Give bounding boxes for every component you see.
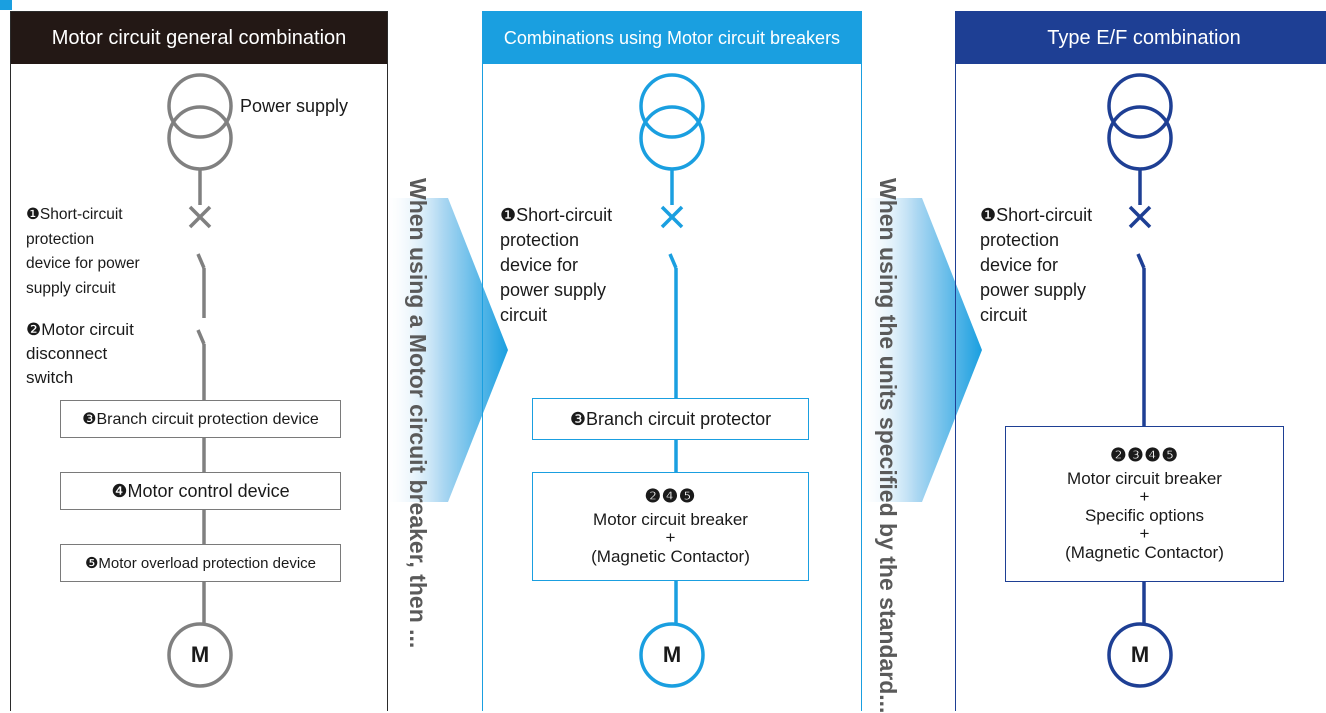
box-line: Specific options [1084, 506, 1205, 525]
motor-control-box: ❹Motor control device [60, 472, 341, 510]
box-label: ❹Motor control device [111, 480, 290, 501]
switch-2-icon [196, 329, 206, 345]
panel-header: Combinations using Motor circuit breaker… [483, 12, 861, 64]
box-line: Motor circuit breaker [1067, 469, 1222, 488]
short-circuit-label: ❶Short-circuit protection device for pow… [26, 206, 140, 297]
switch-1-icon [196, 253, 206, 269]
transition-arrow-2 [862, 198, 982, 502]
transition-text-1: When using a Motor circuit breaker, then… [405, 178, 431, 649]
box-line: + [1139, 487, 1150, 506]
motor-icon [1107, 622, 1173, 688]
disconnect-switch-label: ❷Motor circuit disconnect switch [26, 320, 134, 387]
box-label: ❸Branch circuit protector [569, 408, 772, 429]
box-line: (Magnetic Contactor) [1065, 543, 1224, 562]
transformer-icon [1107, 73, 1173, 139]
panel-general: Motor circuit general combination [10, 11, 388, 711]
short-circuit-label: ❶Short-circuit protection device for pow… [980, 205, 1093, 325]
motor-label: M [662, 642, 682, 667]
circuit-mcb [639, 73, 705, 688]
box-line: (Magnetic Contactor) [591, 547, 750, 566]
power-supply-label: Power supply [240, 96, 349, 116]
branch-circuit-box: ❸Branch circuit protector [532, 398, 809, 440]
panel-mcb: Combinations using Motor circuit breaker… [482, 11, 862, 711]
short-circuit-label: ❶Short-circuit protection device for pow… [500, 205, 613, 325]
type-ef-combo-box: ❷❸❹❺ Motor circuit breaker + Specific op… [1005, 426, 1284, 582]
branch-circuit-box: ❸Branch circuit protection device [60, 400, 341, 438]
motor-label: M [190, 642, 210, 667]
panel-header: Type E/F combination [956, 12, 1326, 64]
motor-icon [167, 622, 233, 688]
box-label: ❺Motor overload protection device [84, 554, 317, 572]
transformer-icon [167, 73, 233, 139]
box-numbers: ❷❸❹❺ [1110, 445, 1179, 465]
transition-text-2: When using the units specified by the st… [875, 178, 901, 713]
motor-label: M [1130, 642, 1150, 667]
panel-type-ef: Type E/F combination [955, 11, 1326, 711]
transition-arrow-1 [388, 198, 508, 502]
mcb-combo-box: ❷❹❺ Motor circuit breaker + (Magnetic Co… [532, 472, 809, 581]
transformer-icon [639, 73, 705, 139]
switch-icon [1136, 253, 1146, 269]
motor-icon [639, 622, 705, 688]
switch-icon [668, 253, 678, 269]
panel-header: Motor circuit general combination [11, 12, 387, 64]
box-line: Motor circuit breaker [593, 510, 748, 529]
box-numbers: ❷❹❺ [644, 486, 697, 506]
section-marker [0, 0, 12, 10]
box-line: + [665, 528, 676, 547]
box-label: ❸Branch circuit protection device [82, 410, 319, 428]
overload-box: ❺Motor overload protection device [60, 544, 341, 582]
box-line: + [1139, 524, 1150, 543]
